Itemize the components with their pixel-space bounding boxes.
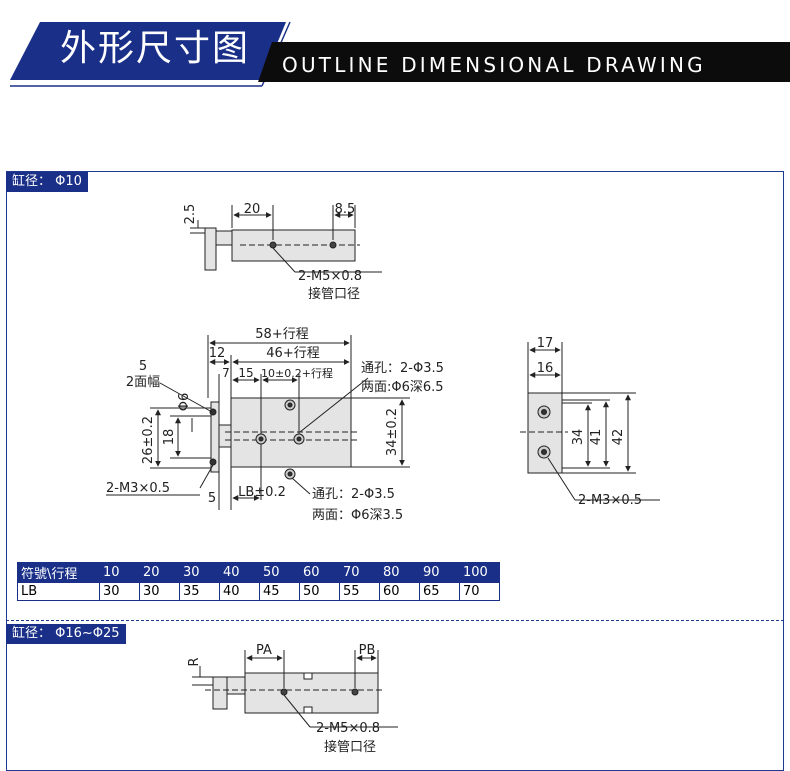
dim-18: 18 (162, 429, 177, 446)
table-header-cell: 80 (379, 562, 420, 583)
dim-8-5: 8.5 (335, 202, 356, 217)
dim-42: 42 (611, 429, 626, 446)
front-view (150, 335, 410, 510)
dim-body-length: 46+行程 (266, 346, 319, 361)
table-cell: 30 (99, 582, 140, 601)
side-view (520, 342, 660, 501)
dim-34: 34±0.2 (385, 408, 400, 456)
port-note-label-2: 接管口径 (324, 739, 376, 755)
table-header-cell: 符號\行程 (17, 562, 100, 583)
table-cell: 55 (339, 582, 380, 601)
table-cell: LB (17, 582, 100, 601)
thread-side-label: 2-M3×0.5 (578, 493, 642, 508)
port-thread-label-2: 2-M5×0.8 (316, 721, 380, 736)
dim-5-bottom: 5 (208, 491, 216, 506)
counterbore-bottom-label: 两面：Φ6深3.5 (312, 508, 403, 523)
counterbore-top-label: 两面:Φ6深6.5 (361, 380, 444, 395)
dim-41: 41 (589, 429, 604, 446)
table-header-cell: 50 (259, 562, 300, 583)
table-header-cell: 20 (139, 562, 180, 583)
port-note-label: 接管口径 (308, 286, 360, 302)
dim-15: 15 (238, 366, 253, 380)
dim-total-length: 58+行程 (255, 327, 308, 342)
table-cell: 50 (299, 582, 340, 601)
port-thread-label: 2-M5×0.8 (298, 269, 362, 284)
dim-7: 7 (222, 366, 230, 380)
dim-pa: PA (256, 643, 272, 658)
header-subtitle: OUTLINE DIMENSIONAL DRAWING (282, 53, 706, 77)
table-header-cell: 100 (459, 562, 500, 583)
dim-26: 26±0.2 (141, 416, 156, 464)
dim-20: 20 (244, 202, 261, 217)
table-cell: 30 (139, 582, 180, 601)
through-hole-bottom-label: 通孔：2-Φ3.5 (312, 487, 395, 502)
table-row: LB 30 30 35 40 45 50 55 60 65 70 (17, 582, 500, 601)
dim-hole-spacing: 10±0.2+行程 (261, 367, 333, 380)
dim-face-5: 5 (139, 359, 147, 374)
bore-tag-phi10: 缸径： Φ10 (6, 172, 88, 192)
header-banner-graphic (10, 21, 790, 87)
dim-34-side: 34 (571, 429, 586, 446)
dim-12: 12 (209, 346, 226, 361)
table-header-cell: 30 (179, 562, 220, 583)
table-header-row: 符號\行程 10 20 30 40 50 60 70 80 90 100 (17, 562, 500, 583)
top-view-phi16-25 (192, 650, 398, 728)
dim-16: 16 (537, 361, 554, 376)
table-cell: 60 (379, 582, 420, 601)
stroke-lb-table: 符號\行程 10 20 30 40 50 60 70 80 90 100 LB … (17, 562, 500, 601)
dim-pb: PB (359, 643, 376, 658)
table-header-cell: 90 (419, 562, 460, 583)
bore-tag-phi16-25: 缸径： Φ16~Φ25 (6, 624, 126, 644)
table-header-cell: 10 (99, 562, 140, 583)
thread-front-label: 2-M3×0.5 (106, 481, 170, 496)
through-hole-top-label: 通孔：2-Φ3.5 (361, 361, 444, 376)
table-cell: 65 (419, 582, 460, 601)
table-cell: 35 (179, 582, 220, 601)
dim-phi6: Φ6 (177, 393, 192, 412)
page-header: 外形尺寸图 OUTLINE DIMENSIONAL DRAWING (0, 0, 790, 120)
table-header-cell: 40 (219, 562, 260, 583)
header-title: 外形尺寸图 (59, 28, 250, 69)
table-header-cell: 60 (299, 562, 340, 583)
section-separator (6, 620, 784, 621)
dim-17: 17 (537, 336, 554, 351)
table-cell: 40 (219, 582, 260, 601)
top-view (190, 205, 382, 273)
table-cell: 70 (459, 582, 500, 601)
dim-r: R (187, 657, 202, 666)
table-header-cell: 70 (339, 562, 380, 583)
table-cell: 45 (259, 582, 300, 601)
dim-lb: LB±0.2 (238, 485, 286, 500)
dim-2-5: 2.5 (183, 204, 198, 225)
face-width-label: 2面幅 (126, 375, 160, 390)
